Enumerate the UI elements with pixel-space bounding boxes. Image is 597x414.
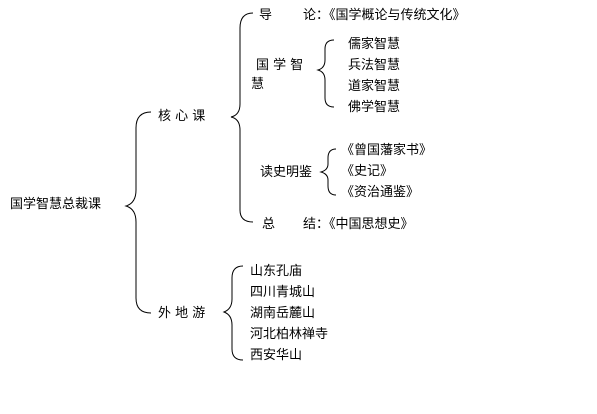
core-brace <box>230 12 254 223</box>
intro-text: 论：《国学概论与传统文化》 <box>303 8 466 23</box>
field-brace <box>222 265 244 361</box>
root-brace <box>124 111 152 314</box>
wisdom-label-line1: 国 学 智 <box>256 58 304 73</box>
wisdom-label-line2: 慧 <box>251 77 265 92</box>
root-label: 国学智慧总裁课 <box>10 197 102 212</box>
field-item: 河北柏林禅寺 <box>250 327 329 342</box>
intro-label: 导 <box>259 8 273 23</box>
wisdom-item: 兵法智慧 <box>348 58 401 73</box>
field-item: 山东孔庙 <box>250 264 303 279</box>
wisdom-brace <box>316 39 335 108</box>
field-item: 四川青城山 <box>250 285 316 300</box>
history-brace <box>319 148 337 196</box>
summary-label: 总 <box>262 217 276 232</box>
history-item: 《史记》 <box>341 164 394 179</box>
wisdom-item: 儒家智慧 <box>348 37 401 52</box>
wisdom-item: 道家智慧 <box>348 79 401 94</box>
history-label: 读史明鉴 <box>260 165 313 180</box>
summary-text: 结：《中国思想史》 <box>303 217 414 232</box>
history-item: 《曾国藩家书》 <box>341 143 433 158</box>
field-item: 西安华山 <box>250 348 303 363</box>
history-item: 《资治通鉴》 <box>341 185 420 200</box>
core-label: 核 心 课 <box>158 109 206 124</box>
wisdom-item: 佛学智慧 <box>348 100 401 115</box>
field-item: 湖南岳麓山 <box>250 306 316 321</box>
field-label: 外 地 游 <box>158 306 206 321</box>
